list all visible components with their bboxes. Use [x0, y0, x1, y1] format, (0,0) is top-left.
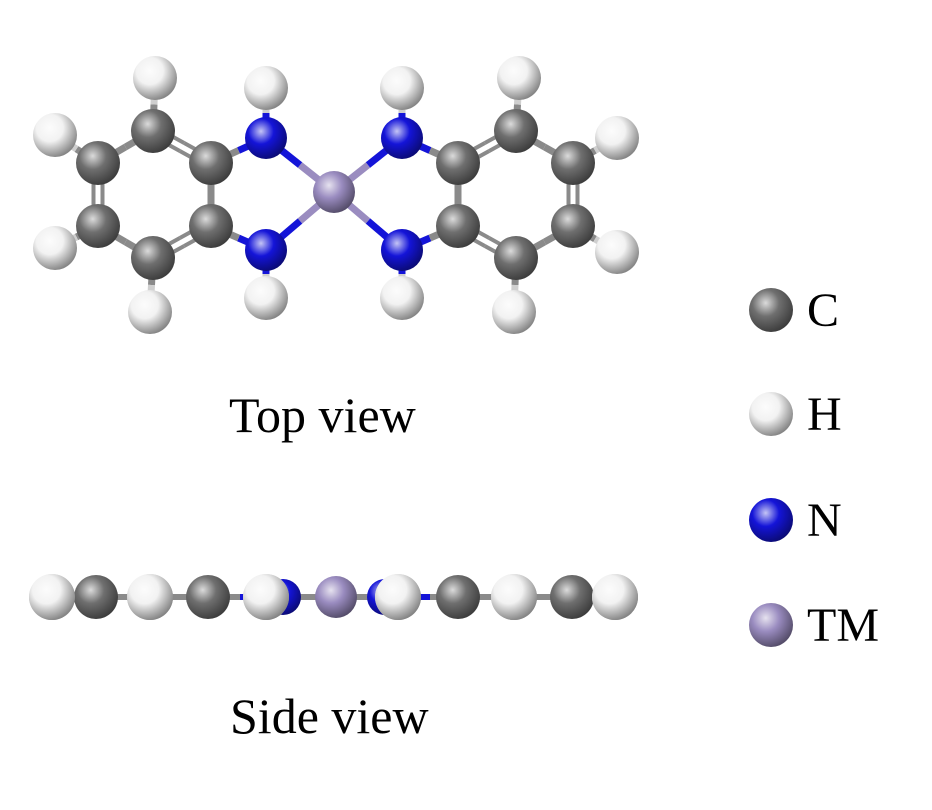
atom-h — [244, 276, 288, 320]
atom-h — [380, 276, 424, 320]
atom-h — [375, 574, 421, 620]
atom-h — [492, 290, 536, 334]
atom-c — [76, 141, 120, 185]
atom-n — [245, 229, 287, 271]
atom-c — [436, 141, 480, 185]
legend-swatch-n — [749, 498, 793, 542]
atom-c — [131, 236, 175, 280]
atom-c — [436, 575, 480, 619]
atom-h — [29, 574, 75, 620]
atom-h — [33, 113, 77, 157]
legend-label-h: H — [807, 388, 842, 441]
atom-tm — [315, 576, 357, 618]
atom-h — [243, 574, 289, 620]
legend-atom-c — [749, 288, 793, 332]
legend-atom-h — [749, 392, 793, 436]
atom-h — [595, 116, 639, 160]
atom-c — [189, 204, 233, 248]
atom-c — [551, 204, 595, 248]
atom-c — [186, 575, 230, 619]
atom-n — [381, 229, 423, 271]
atom-c — [76, 204, 120, 248]
atom-h — [128, 290, 172, 334]
side-view-molecule — [29, 574, 638, 620]
legend-atom-tm — [749, 603, 793, 647]
atom-h — [127, 574, 173, 620]
atom-c — [436, 204, 480, 248]
legend-atom-n — [749, 498, 793, 542]
legend-swatch-c — [749, 288, 793, 332]
atom-h — [133, 56, 177, 100]
atom-n — [245, 117, 287, 159]
atom-c — [189, 141, 233, 185]
top-view-caption: Top view — [229, 387, 416, 443]
top-view-molecule — [33, 56, 639, 334]
atom-c — [131, 109, 175, 153]
atom-h — [595, 230, 639, 274]
legend-swatch-tm — [749, 603, 793, 647]
atom-c — [550, 575, 594, 619]
atom-h — [380, 66, 424, 110]
atom-h — [491, 574, 537, 620]
atom-c — [551, 141, 595, 185]
legend-swatch-h — [749, 392, 793, 436]
atom-tm — [313, 171, 355, 213]
atom-h — [33, 226, 77, 270]
side-view-caption: Side view — [230, 688, 429, 744]
legend-label-c: C — [807, 284, 840, 337]
legend-label-tm: TM — [807, 599, 879, 652]
atom-h — [497, 56, 541, 100]
atom-c — [74, 575, 118, 619]
atom-h — [592, 574, 638, 620]
atom-h — [244, 66, 288, 110]
atom-n — [381, 117, 423, 159]
atom-c — [494, 109, 538, 153]
legend-label-n: N — [807, 494, 842, 547]
atom-c — [494, 236, 538, 280]
